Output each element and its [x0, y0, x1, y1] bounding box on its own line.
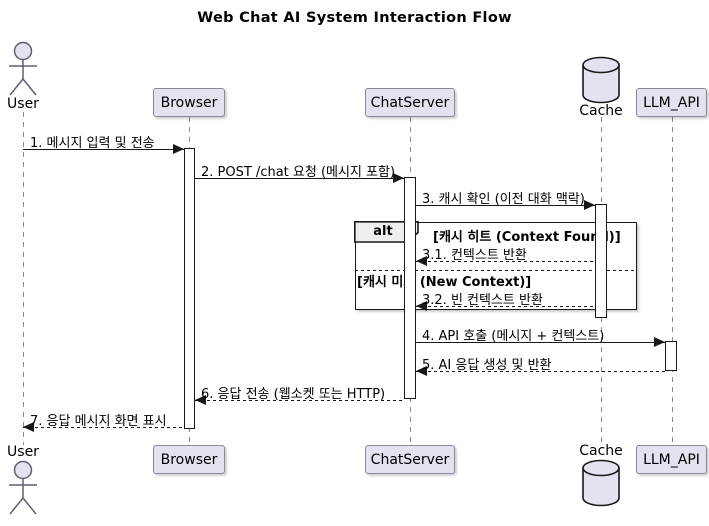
participant-browser-bottom: Browser	[153, 445, 225, 474]
user-actor-icon	[9, 41, 37, 96]
activation-chatserver	[404, 177, 416, 399]
participant-chatserver-bottom: ChatServer	[365, 445, 455, 474]
participant-browser-top: Browser	[153, 88, 225, 117]
message-label: 5. AI 응답 생성 및 반환	[422, 358, 552, 373]
database-icon-top	[582, 56, 620, 104]
message-label: 2. POST /chat 요청 (메시지 포함)	[201, 165, 396, 180]
participant-label: ChatServer	[370, 94, 450, 111]
participant-user-bottom: User	[7, 444, 39, 460]
message-label: 3.1. 컨텍스트 반환	[422, 248, 527, 263]
activation-llm-api	[665, 341, 677, 371]
message-label: 3.2. 빈 컨텍스트 반환	[422, 293, 543, 308]
alt-condition-miss: [캐시 미스 (New Context)]	[357, 275, 532, 290]
participant-label: Browser	[160, 451, 218, 468]
participant-label: Browser	[160, 94, 218, 111]
arrowhead-icon	[195, 395, 206, 405]
alt-else-divider	[355, 270, 637, 271]
participant-label: LLM_API	[643, 451, 700, 468]
participant-cache-bottom: Cache	[579, 443, 623, 459]
participant-chatserver-top: ChatServer	[365, 88, 455, 117]
arrowhead-icon	[416, 301, 427, 311]
activation-cache	[595, 204, 607, 318]
alt-condition-hit: [캐시 히트 (Context Found)]	[433, 230, 621, 245]
message-line	[416, 371, 665, 372]
database-icon-bottom	[582, 459, 620, 507]
message-label: 4. API 호출 (메시지 + 컨텍스트)	[422, 329, 605, 344]
message-label: 1. 메시지 입력 및 전송	[30, 136, 155, 151]
arrowhead-icon	[416, 366, 427, 376]
lifeline-llm-api	[672, 117, 673, 445]
alt-fragment-frame	[355, 222, 637, 310]
arrowhead-icon	[393, 173, 404, 183]
message-label: 6. 응답 전송 (웹소켓 또는 HTTP)	[201, 387, 386, 402]
message-line	[416, 342, 665, 343]
arrowhead-icon	[23, 422, 34, 432]
participant-llm-api-bottom: LLM_API	[636, 445, 707, 474]
participant-user-top: User	[7, 96, 39, 112]
arrowhead-icon	[584, 200, 595, 210]
user-actor-icon	[9, 460, 37, 515]
activation-browser	[184, 148, 195, 429]
message-label: 3. 캐시 확인 (이전 대화 맥락)	[422, 192, 585, 207]
message-line	[416, 261, 595, 262]
message-line	[23, 149, 184, 150]
message-line	[416, 205, 595, 206]
alt-operator-label: alt	[373, 224, 393, 239]
message-label: 7. 응답 메시지 화면 표시	[30, 414, 167, 429]
lifeline-user	[23, 112, 24, 445]
participant-label: LLM_API	[643, 94, 700, 111]
participant-label: ChatServer	[370, 451, 450, 468]
arrowhead-icon	[654, 337, 665, 347]
message-line	[416, 306, 595, 307]
arrowhead-icon	[416, 256, 427, 266]
message-line	[23, 427, 184, 428]
participant-llm-api-top: LLM_API	[636, 88, 707, 117]
message-line	[195, 400, 404, 401]
diagram-title: Web Chat AI System Interaction Flow	[197, 10, 512, 26]
message-line	[195, 178, 404, 179]
arrowhead-icon	[173, 144, 184, 154]
participant-cache-top: Cache	[579, 103, 623, 119]
